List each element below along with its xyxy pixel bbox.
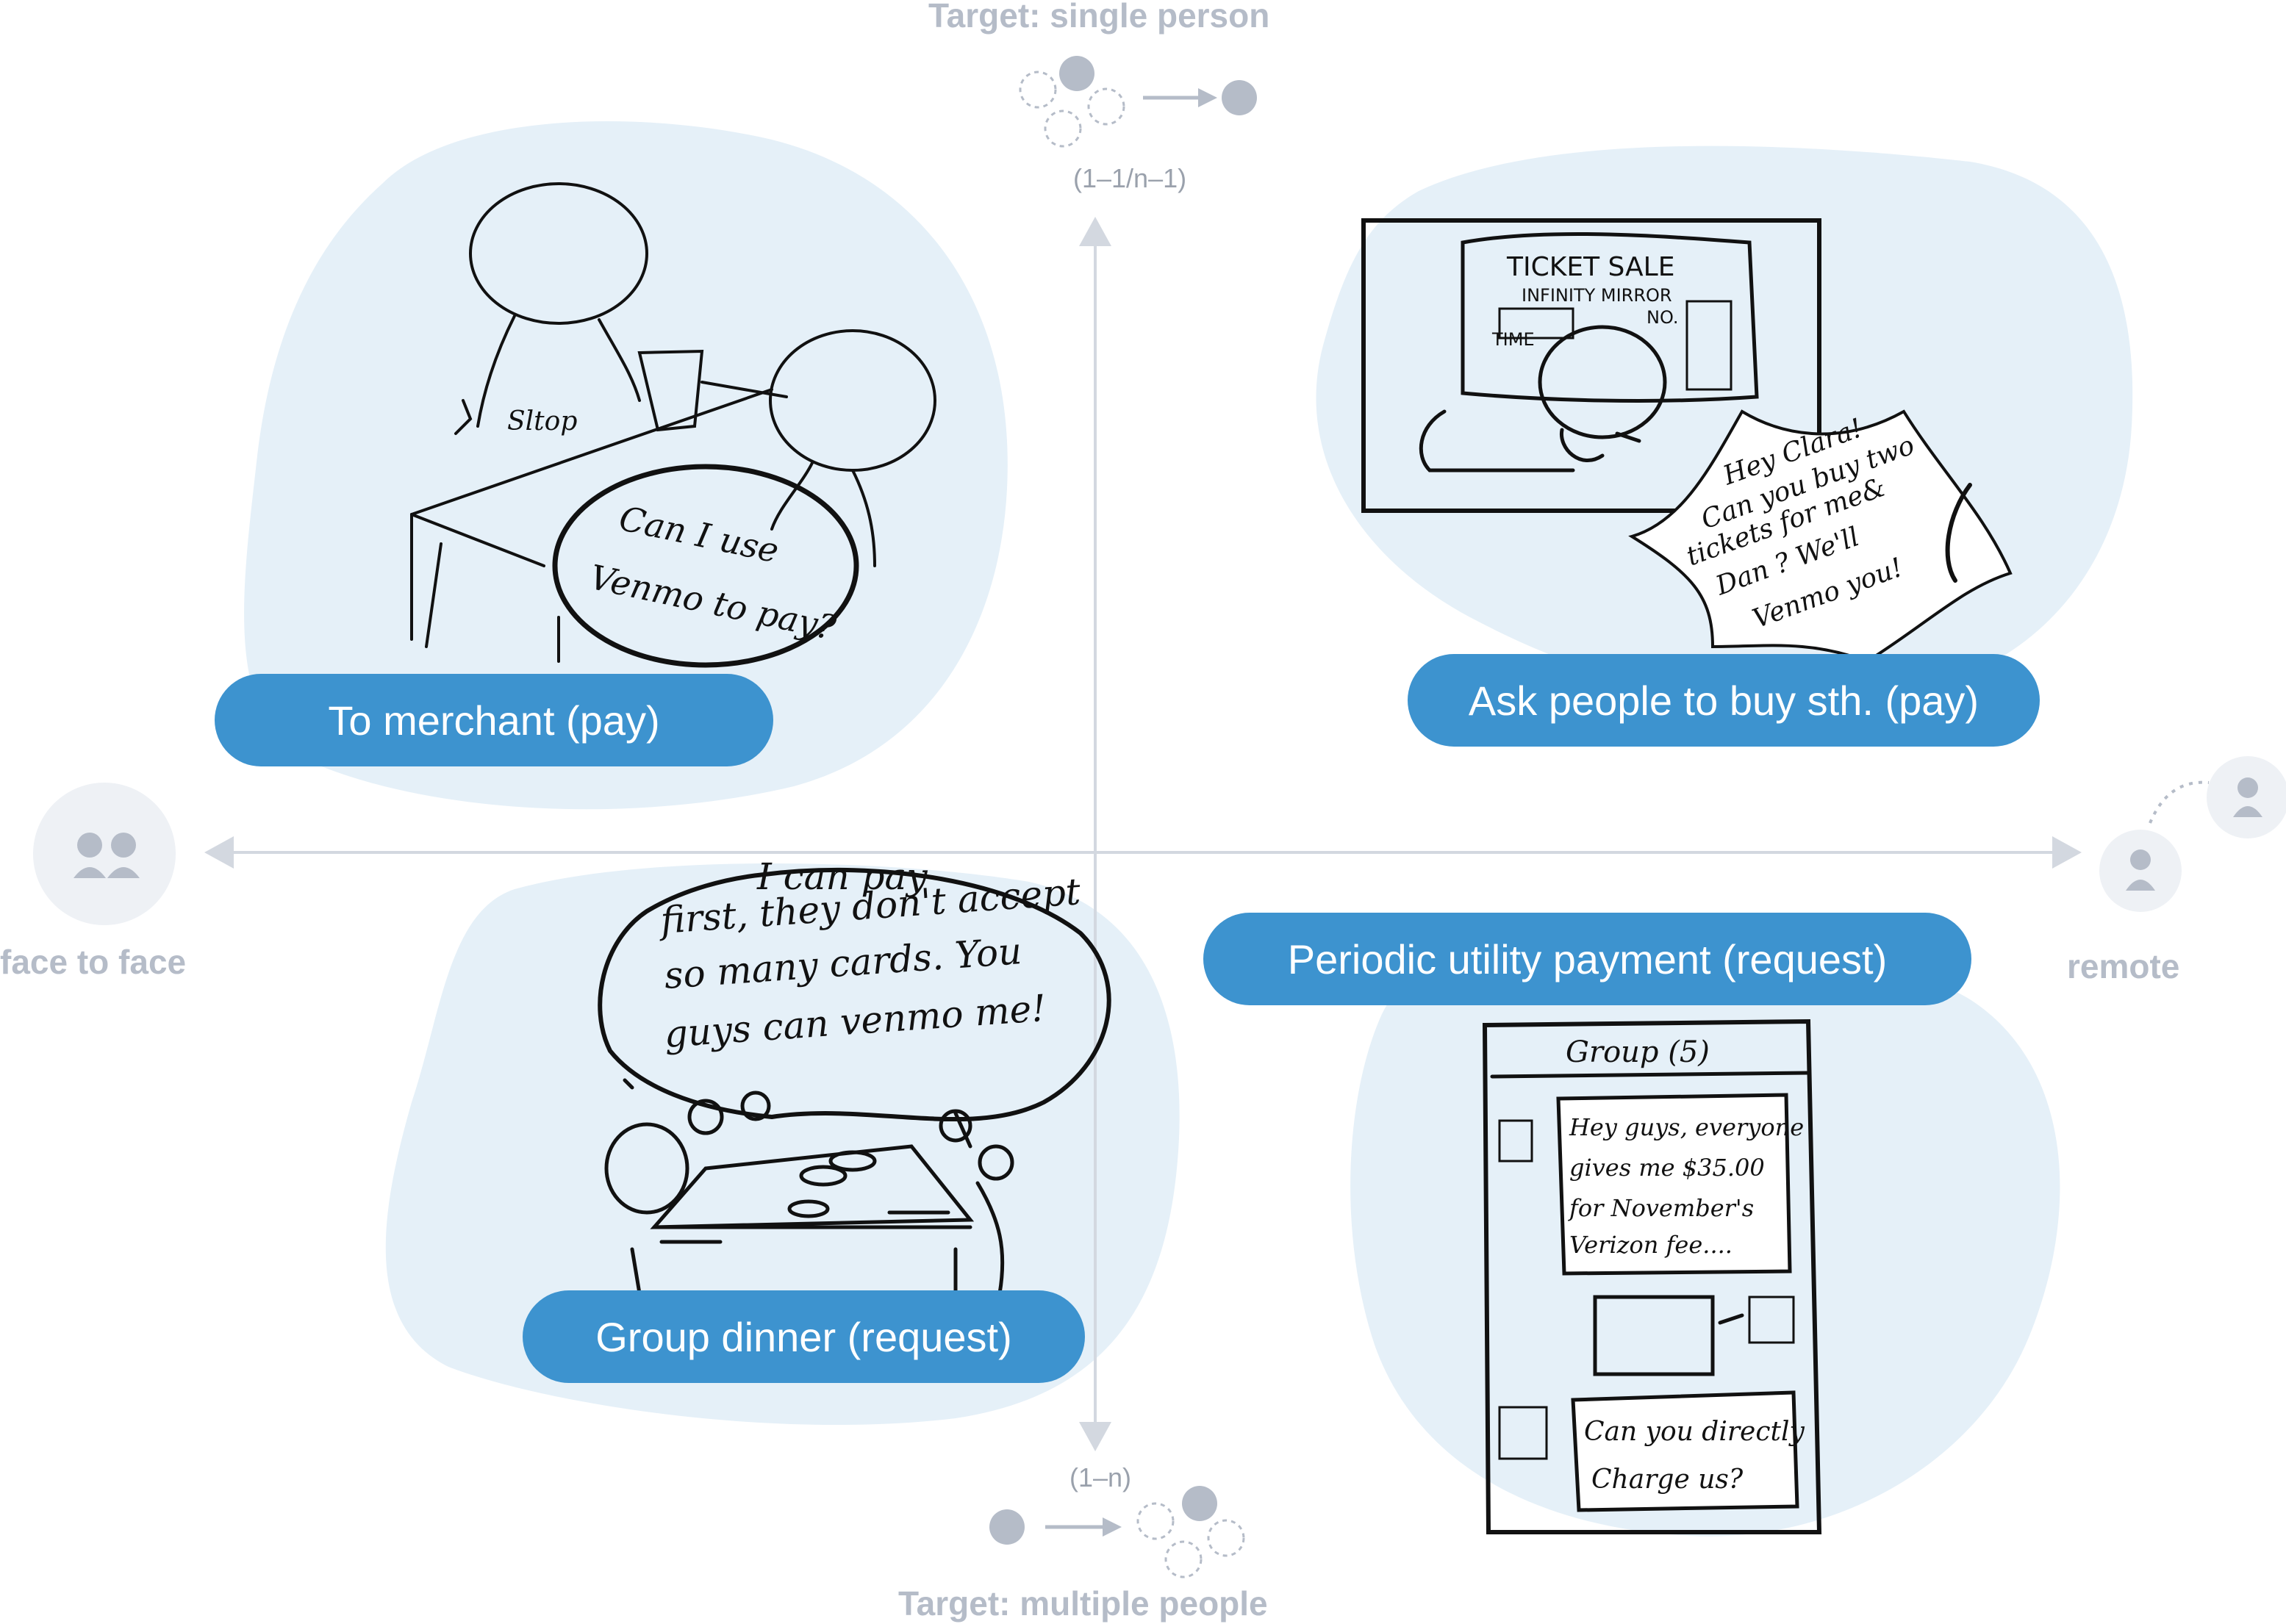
sketch-ticket-subtitle: INFINITY MIRROR <box>1522 285 1672 306</box>
sketch-phone <box>1482 1018 1822 1534</box>
sketch-ticket-no: NO. <box>1647 307 1679 328</box>
sketch-ticket-title: TICKET SALE <box>1506 252 1674 282</box>
axis-arrow-up <box>1079 217 1111 246</box>
sketch-phone-msg-4: Verizon fee.... <box>1569 1231 1733 1259</box>
pill-ask-people: Ask people to buy sth. (pay) <box>1408 654 2040 747</box>
sketch-phone-msg-2: gives me $35.00 <box>1569 1154 1765 1182</box>
sketch-phone-msg-3: for November's <box>1568 1194 1754 1222</box>
sketch-phone-reply-1: Can you directly <box>1584 1417 1805 1447</box>
right-axis-label: remote <box>2067 947 2180 985</box>
bottom-axis-label: Target: multiple people <box>898 1584 1268 1623</box>
sketch-phone-reply-2: Charge us? <box>1591 1465 1744 1495</box>
pill-periodic-utility: Periodic utility payment (request) <box>1203 913 1971 1005</box>
pill-to-merchant: To merchant (pay) <box>215 674 773 766</box>
blob-top-left <box>244 121 1008 810</box>
single-target-icon <box>1019 56 1257 148</box>
bottom-axis-sublabel: (1–n) <box>1069 1462 1132 1492</box>
multiple-target-icon <box>989 1486 1245 1578</box>
pill-group-dinner: Group dinner (request) <box>523 1290 1085 1383</box>
sketch-merchant <box>410 182 936 668</box>
top-axis-label: Target: single person <box>928 0 1270 35</box>
sketch-ticket <box>1361 218 2013 664</box>
axis-arrow-down <box>1079 1422 1111 1451</box>
sketch-merchant-sign: Sltop <box>507 406 577 436</box>
sketch-dinner <box>598 867 1111 1296</box>
sketch-ticket-time: TIME <box>1491 329 1535 350</box>
blob-bottom-left <box>385 863 1180 1426</box>
top-axis-sublabel: (1–1/n–1) <box>1073 163 1187 193</box>
remote-icon <box>2099 756 2286 912</box>
axis-arrow-right <box>2052 836 2082 869</box>
sketch-phone-msg-1: Hey guys, everyone <box>1569 1113 1804 1141</box>
left-axis-label: face to face <box>0 943 187 981</box>
sketch-phone-header: Group (5) <box>1566 1035 1710 1069</box>
axis-arrow-left <box>204 836 234 869</box>
face-to-face-icon <box>33 783 176 925</box>
sketch-dinner-bubble-1: I can pay <box>756 855 928 898</box>
